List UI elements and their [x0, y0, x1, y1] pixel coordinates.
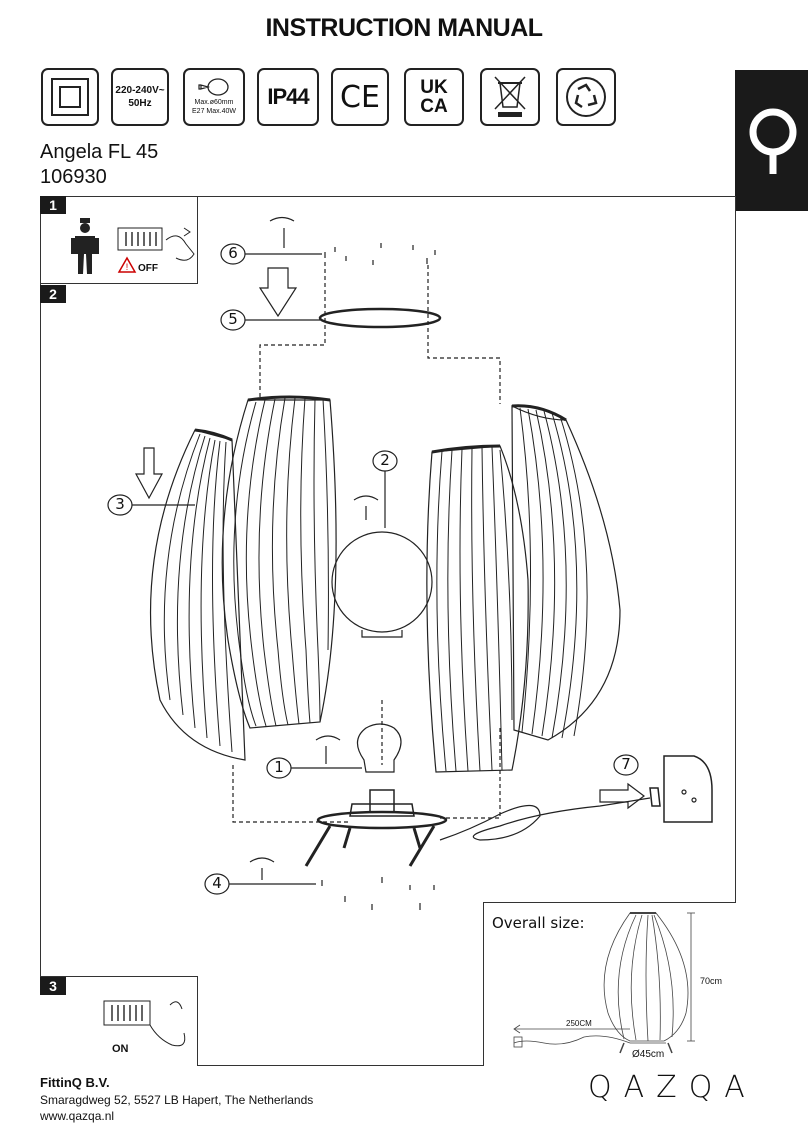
company-name: FittinQ B.V. — [40, 1075, 110, 1090]
rotate-arrow-6-icon — [269, 216, 295, 248]
breaker-on-icon — [103, 1000, 186, 1047]
step-2-badge: 2 — [40, 285, 66, 303]
weee-bin-icon — [480, 68, 540, 126]
overall-size-drawing — [513, 912, 695, 1054]
callout-1: 1 — [274, 758, 284, 776]
down-arrow-3-icon — [134, 447, 164, 500]
wall-socket-icon — [663, 755, 713, 823]
callout-6: 6 — [228, 244, 238, 262]
qazqa-logo: QAZQA — [588, 1070, 757, 1105]
company-address: Smaragdweg 52, 5527 LB Hapert, The Nethe… — [40, 1093, 314, 1107]
bottom-screws-icon — [321, 877, 435, 910]
callout-5: 5 — [228, 310, 238, 328]
instruction-frame — [40, 196, 736, 1066]
lamp-base — [304, 789, 448, 867]
rotate-arrow-2-icon — [353, 495, 379, 520]
step-1-panel: 1 ! OFF — [40, 196, 198, 284]
product-code: 106930 — [40, 166, 107, 188]
ukca-mark-icon: UK CA — [404, 68, 464, 126]
off-warning-label: OFF — [138, 263, 158, 274]
plug-icon — [649, 787, 661, 807]
callout-2: 2 — [380, 451, 390, 469]
top-screws-icon — [324, 243, 436, 265]
height-dimension: 70cm — [700, 976, 723, 986]
breaker-panel-icon: ! — [117, 227, 195, 273]
bulb-spec-icon: Max.ø60mm E27 Max.40W — [183, 68, 245, 126]
shade-right-outer — [511, 404, 621, 741]
bulb-power-text: E27 Max.40W — [192, 108, 236, 115]
globe-diffuser — [331, 531, 433, 633]
product-name: Angela FL 45 — [40, 141, 159, 163]
cable-length-dimension: 250CM — [566, 1019, 592, 1028]
step-3-panel: 3 ON — [40, 976, 198, 1066]
step-3-badge: 3 — [40, 977, 66, 995]
callout-3: 3 — [115, 495, 125, 513]
recycle-icon — [556, 68, 616, 126]
bulb-size-text: Max.ø60mm — [194, 99, 234, 106]
voltage-text: 220-240V~ — [115, 85, 165, 96]
callout-7: 7 — [621, 755, 631, 773]
rotate-arrow-4-icon — [249, 857, 275, 880]
overall-size-label: Overall size: — [492, 914, 585, 932]
manual-title: INSTRUCTION MANUAL — [265, 14, 543, 42]
voltage-label: 220-240V~ 50Hz — [111, 68, 169, 126]
diameter-dimension: Ø45cm — [632, 1049, 665, 1060]
frequency-text: 50Hz — [128, 98, 152, 109]
shade-right-front — [426, 444, 529, 773]
ukca-line-2: CA — [420, 96, 448, 117]
ring-part — [318, 307, 442, 329]
class-ii-double-insulation-icon — [41, 68, 99, 126]
rotate-arrow-1-icon — [315, 735, 341, 764]
brand-tab — [735, 70, 808, 211]
on-label: ON — [112, 1043, 129, 1055]
shade-left-front — [221, 395, 337, 729]
qazqa-mark-icon — [749, 108, 797, 174]
electrician-icon — [71, 218, 99, 274]
overall-size-panel: Overall size: 70cm 250CM Ø45cm — [483, 902, 736, 1066]
ce-mark-icon: CE — [331, 68, 389, 126]
svg-text:!: ! — [126, 262, 129, 272]
callout-4: 4 — [212, 874, 222, 892]
down-arrow-5-icon — [258, 267, 298, 318]
globe-collar — [361, 630, 403, 638]
ip-rating-icon: IP44 — [257, 68, 319, 126]
company-website[interactable]: www.qazqa.nl — [40, 1109, 115, 1123]
shade-left-outer — [149, 428, 246, 761]
bulb-part — [356, 723, 402, 773]
step-1-badge: 1 — [40, 196, 66, 214]
plug-in-arrow-icon — [599, 782, 645, 810]
ukca-line-1: UK — [420, 77, 448, 98]
product-info: Angela FL 45 106930 — [40, 140, 158, 190]
power-cable — [439, 797, 651, 841]
